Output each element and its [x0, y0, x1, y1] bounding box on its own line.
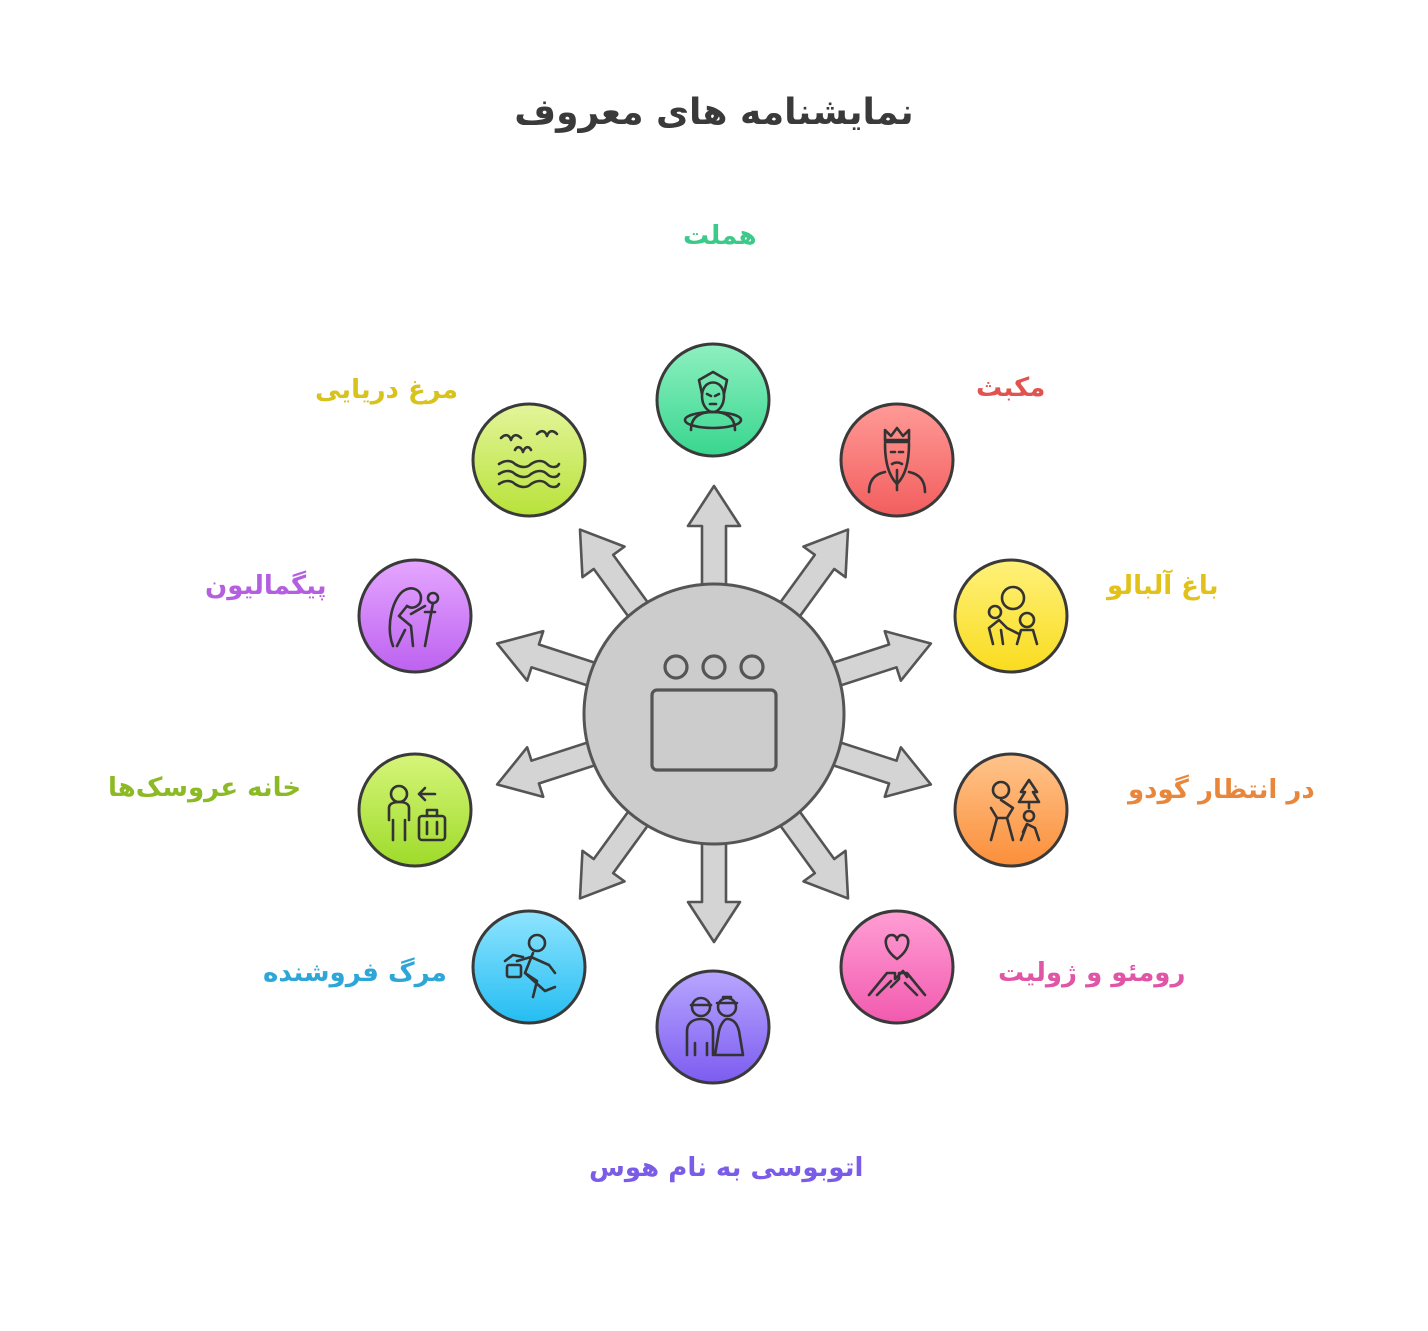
- node-circle-dollhouse: [357, 752, 473, 868]
- family-icon: [987, 585, 1039, 646]
- node-circle-romeo: [839, 909, 955, 1025]
- label-pygmalion: پیگمالیون: [205, 571, 327, 601]
- theater-stage-icon: [650, 654, 778, 772]
- node-seagull: [471, 402, 587, 518]
- node-macbeth: [839, 402, 955, 518]
- label-seagull: مرغ دریایی: [315, 375, 458, 405]
- salesman-running-icon: [503, 933, 557, 999]
- label-hamlet: هملت: [683, 221, 757, 251]
- node-salesman: [471, 909, 587, 1025]
- label-cherry-orchard: باغ آلبالو: [1107, 571, 1219, 601]
- node-streetcar: [655, 969, 771, 1085]
- node-circle-pygmalion: [357, 558, 473, 674]
- label-streetcar: اتوبوسی به نام هوس: [589, 1153, 864, 1183]
- hamlet-alien-icon: [683, 370, 743, 432]
- bearded-king-icon: [867, 426, 927, 494]
- node-romeo: [839, 909, 955, 1025]
- node-hamlet: [655, 342, 771, 458]
- nodes: [357, 342, 1069, 1085]
- label-romeo-juliet: رومئو و ژولیت: [998, 958, 1186, 988]
- hub-circle: [582, 582, 846, 846]
- node-godot: [953, 752, 1069, 868]
- heart-hands-icon: [867, 933, 927, 997]
- hub: [495, 484, 933, 944]
- seagull-waves-icon: [497, 429, 561, 489]
- node-dollhouse: [357, 752, 473, 868]
- node-cherry: [953, 558, 1069, 674]
- node-circle-seagull: [471, 402, 587, 518]
- label-waiting-for-godot: در انتظار گودو: [1128, 775, 1315, 805]
- node-circle-salesman: [471, 909, 587, 1025]
- label-death-of-salesman: مرگ فروشنده: [263, 958, 447, 988]
- node-circle-macbeth: [839, 402, 955, 518]
- node-circle-hamlet: [655, 342, 771, 458]
- label-macbeth: مکبث: [976, 373, 1046, 403]
- woman-staff-icon: [388, 587, 440, 648]
- couple-icon: [685, 995, 745, 1057]
- hikers-tree-icon: [989, 778, 1041, 842]
- traveler-luggage-icon: [387, 784, 447, 842]
- page-title: نمایشنامه های معروف: [514, 92, 914, 133]
- node-pygmalion: [357, 558, 473, 674]
- label-dolls-house: خانه عروسک‌ها: [108, 773, 302, 803]
- node-circle-cherry: [953, 558, 1069, 674]
